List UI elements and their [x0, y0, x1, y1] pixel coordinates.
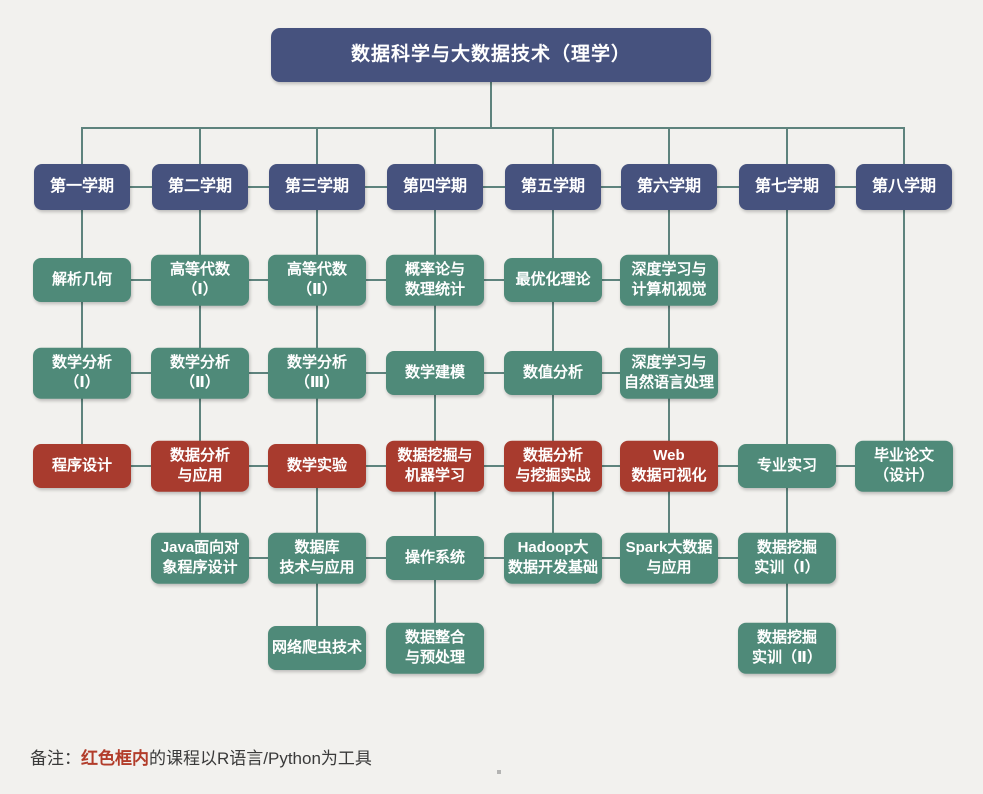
- connector-row2: [82, 372, 669, 374]
- connector-row4: [200, 557, 787, 559]
- footnote: 备注：红色框内的课程以R语言/Python为工具: [30, 744, 372, 769]
- course-graduation-thesis: 毕业论文 （设计）: [855, 440, 953, 492]
- semester-1-header: 第一学期: [34, 164, 130, 210]
- footnote-suffix: 的课程以R语言/Python为工具: [149, 749, 372, 768]
- connector-drop-sem1: [81, 127, 83, 165]
- course-spark-big-data: Spark大数据 与应用: [620, 532, 718, 584]
- connector-drop-sem6: [668, 127, 670, 165]
- course-web-data-visualization: Web 数据可视化: [620, 440, 718, 492]
- semester-5-header: 第五学期: [505, 164, 601, 210]
- course-probability-statistics: 概率论与 数理统计: [386, 254, 484, 306]
- connector-drop-sem2: [199, 127, 201, 165]
- course-optimization-theory: 最优化理论: [504, 258, 602, 302]
- stray-mark: [497, 770, 501, 774]
- course-math-modeling: 数学建模: [386, 351, 484, 395]
- semester-7-header: 第七学期: [739, 164, 835, 210]
- connector-col8: [903, 210, 905, 466]
- course-math-analysis-1: 数学分析 （Ⅰ）: [33, 347, 131, 399]
- course-dl-nlp: 深度学习与 自然语言处理: [620, 347, 718, 399]
- course-programming: 程序设计: [33, 444, 131, 488]
- course-data-integration-preprocessing: 数据整合 与预处理: [386, 622, 484, 674]
- connector-drop-sem7: [786, 127, 788, 165]
- course-math-analysis-3: 数学分析 （Ⅲ）: [268, 347, 366, 399]
- course-data-mining-training-1: 数据挖掘 实训（Ⅰ）: [738, 532, 836, 584]
- course-dl-computer-vision: 深度学习与 计算机视觉: [620, 254, 718, 306]
- course-advanced-algebra-1: 高等代数 （Ⅰ）: [151, 254, 249, 306]
- connector-drop-sem8: [903, 127, 905, 165]
- connector-drop-sem5: [552, 127, 554, 165]
- connector-col1: [81, 210, 83, 466]
- course-math-experiment: 数学实验: [268, 444, 366, 488]
- course-database-technology: 数据库 技术与应用: [268, 532, 366, 584]
- course-analytic-geometry: 解析几何: [33, 258, 131, 302]
- footnote-prefix: 备注：: [30, 749, 81, 768]
- course-advanced-algebra-2: 高等代数 （Ⅱ）: [268, 254, 366, 306]
- connector-row3: [82, 465, 904, 467]
- semester-6-header: 第六学期: [621, 164, 717, 210]
- semester-2-header: 第二学期: [152, 164, 248, 210]
- course-data-analysis-mining-practice: 数据分析 与挖掘实战: [504, 440, 602, 492]
- course-data-mining-training-2: 数据挖掘 实训（Ⅱ）: [738, 622, 836, 674]
- connector-row1: [82, 279, 669, 281]
- footnote-red-highlight: 红色框内: [81, 749, 149, 768]
- connector-bus: [82, 127, 904, 129]
- connector-col4: [434, 210, 436, 648]
- course-java-oop: Java面向对 象程序设计: [151, 532, 249, 584]
- semester-3-header: 第三学期: [269, 164, 365, 210]
- course-professional-internship: 专业实习: [738, 444, 836, 488]
- connector-col3: [316, 210, 318, 648]
- course-math-analysis-2: 数学分析 （Ⅱ）: [151, 347, 249, 399]
- course-web-crawler: 网络爬虫技术: [268, 626, 366, 670]
- program-title: 数据科学与大数据技术（理学）: [271, 28, 711, 82]
- semester-8-header: 第八学期: [856, 164, 952, 210]
- semester-4-header: 第四学期: [387, 164, 483, 210]
- course-data-analysis-application: 数据分析 与应用: [151, 440, 249, 492]
- course-operating-systems: 操作系统: [386, 536, 484, 580]
- connector-drop-sem4: [434, 127, 436, 165]
- course-data-mining-ml: 数据挖掘与 机器学习: [386, 440, 484, 492]
- connector-title-drop: [490, 81, 492, 128]
- connector-drop-sem3: [316, 127, 318, 165]
- course-numerical-analysis: 数值分析: [504, 351, 602, 395]
- connector-row-headers: [82, 186, 904, 188]
- course-hadoop-big-data: Hadoop大 数据开发基础: [504, 532, 602, 584]
- connector-col7: [786, 210, 788, 648]
